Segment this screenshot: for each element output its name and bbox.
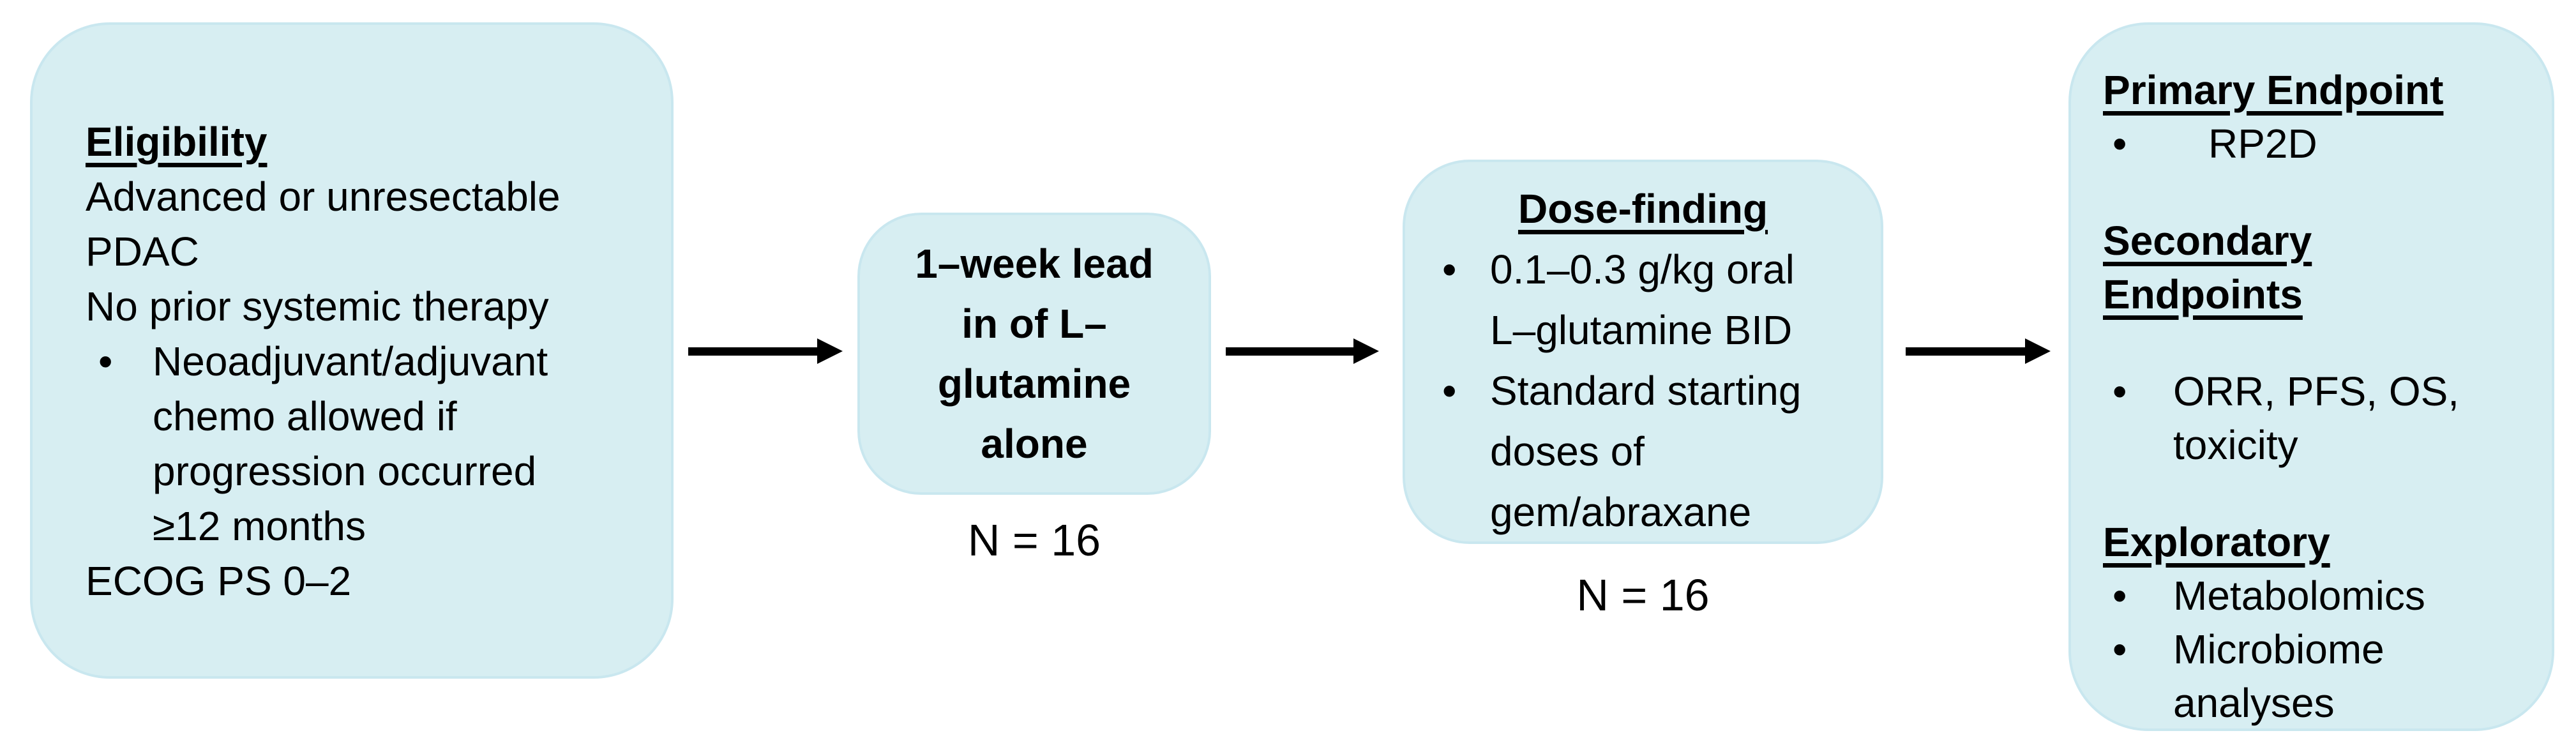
exploratory-bullet-text: Metabolomics xyxy=(2173,573,2425,619)
arrow-right-icon xyxy=(1226,338,1379,364)
primary-endpoint-title: Primary Endpoint xyxy=(2103,67,2444,113)
arrow-head xyxy=(817,338,843,364)
arrow-right-icon xyxy=(688,338,843,364)
arrow-head xyxy=(1353,338,1379,364)
dose-finding-bullet-text: Standard starting doses of gem/abraxane xyxy=(1490,361,1857,543)
n-count-label: N = 16 xyxy=(1576,570,1710,620)
bullet-text-line: Standard starting xyxy=(1490,368,1802,414)
dose-finding-bullet-text: 0.1–0.3 g/kg oral L–glutamine BID xyxy=(1490,239,1857,361)
arrow-shaft xyxy=(1906,347,2025,356)
lead-in-box: 1–week lead in of L– glutamine alone xyxy=(857,213,1211,495)
lead-in-text-line: glutamine xyxy=(937,361,1131,407)
eligibility-bullet-text: Neoadjuvant/adjuvant chemo allowed if pr… xyxy=(153,334,574,554)
primary-endpoint-bullet-item: • RP2D xyxy=(2113,117,2536,170)
primary-endpoint-bullet-text: RP2D xyxy=(2208,121,2317,167)
bullet-text-line: Microbiome xyxy=(2173,626,2384,672)
secondary-endpoints-title: Secondary xyxy=(2103,218,2312,264)
bullet-icon: • xyxy=(2113,626,2127,672)
arrow-right-icon xyxy=(1906,338,2051,364)
lead-in-text-line: 1–week lead xyxy=(915,241,1154,287)
dose-finding-bullet-item: • Standard starting doses of gem/abraxan… xyxy=(1442,361,1881,543)
n-count-label: N = 16 xyxy=(967,515,1101,565)
eligibility-text-line: ECOG PS 0–2 xyxy=(86,558,352,604)
eligibility-bullet-item: • Neoadjuvant/adjuvant chemo allowed if … xyxy=(98,334,645,554)
eligibility-title: Eligibility xyxy=(86,119,267,165)
bullet-icon: • xyxy=(98,338,113,384)
lead-in-text-line: alone xyxy=(981,421,1088,467)
bullet-icon: • xyxy=(1442,368,1457,414)
arrow-shaft xyxy=(1226,347,1353,356)
bullet-text-line: L–glutamine BID xyxy=(1490,307,1793,353)
bullet-text-line: 0.1–0.3 g/kg oral xyxy=(1490,246,1795,292)
bullet-text-line: analyses xyxy=(2173,680,2335,726)
exploratory-bullet-item: • Metabolomics xyxy=(2113,569,2536,622)
bullet-text-line: Neoadjuvant/adjuvant xyxy=(153,338,548,384)
exploratory-bullet-text: Microbiome analyses xyxy=(2173,622,2518,730)
secondary-endpoints-bullet-text: ORR, PFS, OS, toxicity xyxy=(2173,365,2518,472)
dose-finding-box: Dose-finding • 0.1–0.3 g/kg oral L–gluta… xyxy=(1403,160,1883,544)
lead-in-text-line: in of L– xyxy=(961,301,1107,347)
bullet-text-line: gem/abraxane xyxy=(1490,489,1752,535)
bullet-text-line: ORR, PFS, OS, xyxy=(2173,368,2460,414)
eligibility-text-line: PDAC xyxy=(86,229,199,275)
dose-finding-bullet-item: • 0.1–0.3 g/kg oral L–glutamine BID xyxy=(1442,239,1881,361)
bullet-text-line: toxicity xyxy=(2173,422,2298,468)
bullet-icon: • xyxy=(1442,246,1457,292)
eligibility-text-line: No prior systemic therapy xyxy=(86,283,549,329)
bullet-icon: • xyxy=(2113,121,2127,167)
bullet-icon: • xyxy=(2113,573,2127,619)
secondary-endpoints-title: Endpoints xyxy=(2103,271,2303,317)
secondary-endpoints-bullet-item: • ORR, PFS, OS, toxicity xyxy=(2113,365,2536,472)
endpoints-box: Primary Endpoint • RP2D Secondary Endpoi… xyxy=(2068,22,2554,731)
bullet-text-line: ≥12 months xyxy=(153,503,366,549)
bullet-text-line: progression occurred xyxy=(153,448,537,494)
bullet-icon: • xyxy=(2113,368,2127,414)
arrow-head xyxy=(2025,338,2051,364)
dose-finding-title: Dose-finding xyxy=(1518,186,1768,232)
bullet-text-line: doses of xyxy=(1490,428,1645,474)
exploratory-title: Exploratory xyxy=(2103,519,2330,565)
eligibility-box: Eligibility Advanced or unresectable PDA… xyxy=(30,22,674,679)
arrow-shaft xyxy=(688,347,817,356)
bullet-text-line: chemo allowed if xyxy=(153,393,457,439)
exploratory-bullet-item: • Microbiome analyses xyxy=(2113,622,2536,730)
eligibility-text-line: Advanced or unresectable xyxy=(86,174,561,220)
